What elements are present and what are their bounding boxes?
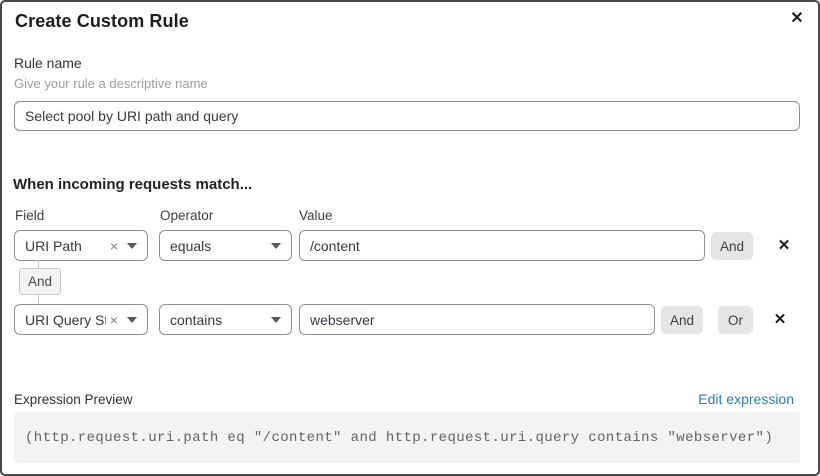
delete-row-icon[interactable]: ✕ (774, 236, 794, 256)
rule-name-input[interactable] (14, 101, 800, 131)
chevron-down-icon[interactable] (127, 242, 137, 249)
operator-select-value: contains (170, 311, 223, 328)
operator-select[interactable]: equals (159, 230, 292, 261)
operator-select-value: equals (170, 237, 212, 254)
field-select[interactable]: URI Path × (14, 230, 148, 261)
matcher-heading: When incoming requests match... (13, 176, 253, 193)
rule-name-helper: Give your rule a descriptive name (14, 76, 208, 91)
close-icon[interactable]: ✕ (786, 8, 808, 30)
field-select-value: URI Path (25, 237, 82, 254)
expression-preview-box: (http.request.uri.path eq "/content" and… (14, 412, 800, 463)
value-column-label: Value (299, 208, 333, 223)
expression-code: (http.request.uri.path eq "/content" and… (25, 429, 774, 446)
operator-column-label: Operator (160, 208, 214, 223)
clear-icon[interactable]: × (109, 237, 118, 254)
field-column-label: Field (15, 208, 45, 223)
field-select-value: URI Query St... (25, 311, 106, 328)
expression-preview-label: Expression Preview (14, 392, 133, 407)
and-button[interactable]: And (661, 306, 703, 334)
chevron-down-icon[interactable] (271, 316, 281, 323)
or-button[interactable]: Or (718, 306, 753, 334)
edit-expression-link[interactable]: Edit expression (698, 391, 794, 407)
delete-row-icon[interactable]: ✕ (770, 310, 790, 330)
rule-name-label: Rule name (14, 55, 82, 71)
field-select[interactable]: URI Query St... × (14, 304, 148, 335)
and-connector-badge: And (19, 268, 62, 295)
chevron-down-icon[interactable] (271, 242, 281, 249)
value-input[interactable] (299, 230, 705, 261)
operator-select[interactable]: contains (159, 304, 292, 335)
chevron-down-icon[interactable] (127, 316, 137, 323)
value-input[interactable] (299, 304, 655, 335)
and-button[interactable]: And (711, 232, 753, 260)
page-title: Create Custom Rule (15, 11, 189, 31)
clear-icon[interactable]: × (109, 311, 118, 328)
